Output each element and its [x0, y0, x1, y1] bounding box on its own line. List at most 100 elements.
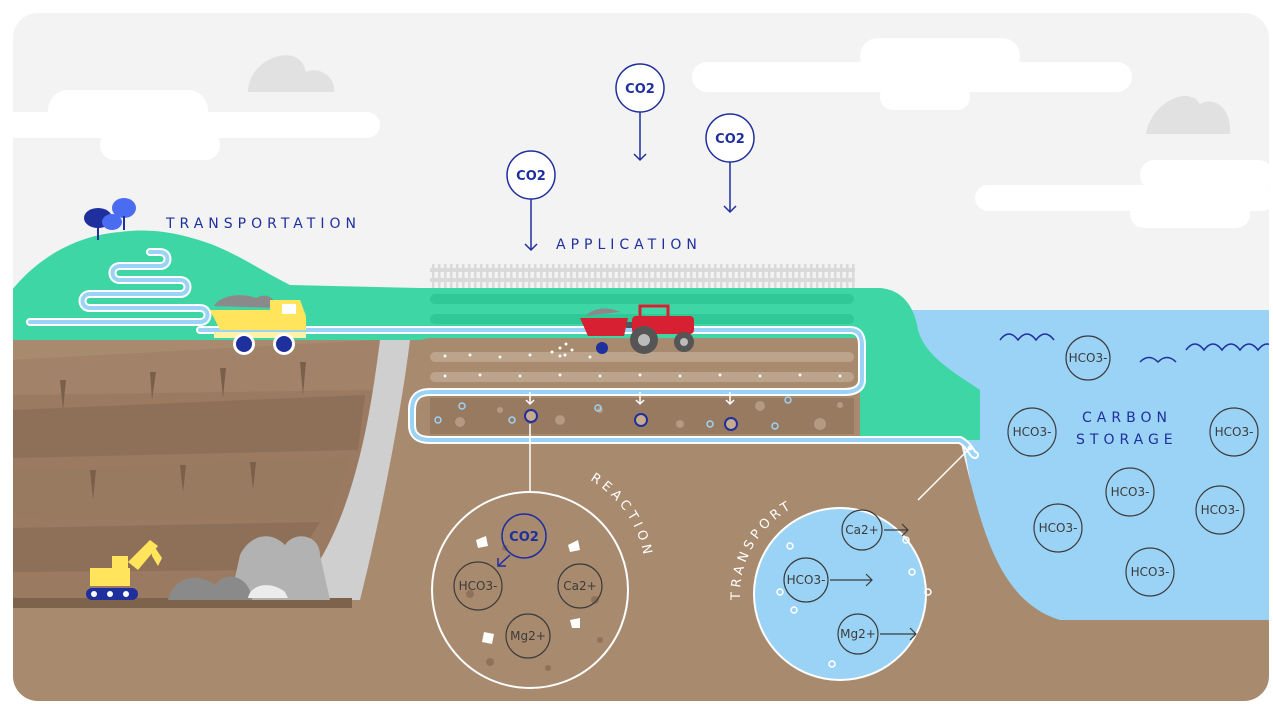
- fence-post: [588, 264, 591, 288]
- ocean-hco3-5: HCO3-: [1201, 503, 1240, 517]
- fence-post: [648, 264, 651, 288]
- fence-post: [804, 264, 807, 288]
- fence-post: [618, 264, 621, 288]
- ocean-hco3-6: HCO3-: [1039, 521, 1078, 535]
- fence-post: [510, 264, 513, 288]
- field-arrows: [525, 392, 735, 406]
- fence-post: [444, 264, 447, 288]
- fence-post: [522, 264, 525, 288]
- fence-post: [720, 264, 723, 288]
- fence-post: [468, 264, 471, 288]
- fence-post: [600, 264, 603, 288]
- reaction-hco3-label: HCO3-: [459, 579, 498, 593]
- tractor: [550, 304, 694, 357]
- fence-post: [810, 264, 813, 288]
- fence-post: [822, 264, 825, 288]
- fence-post: [480, 264, 483, 288]
- dump-truck: [210, 295, 306, 355]
- road: [28, 250, 210, 324]
- fence-post: [450, 264, 453, 288]
- ocean-hco3-4: HCO3-: [1111, 485, 1150, 499]
- fence-posts: [432, 264, 855, 288]
- fence-post: [456, 264, 459, 288]
- fence-post: [558, 264, 561, 288]
- fence-post: [768, 264, 771, 288]
- fence-post: [432, 264, 435, 288]
- fence-post: [570, 264, 573, 288]
- fence-post: [462, 264, 465, 288]
- field-layers: [430, 294, 854, 434]
- fence-post: [798, 264, 801, 288]
- ocean-ions: [1007, 335, 1259, 597]
- fence-post: [498, 264, 501, 288]
- frame: [11, 11, 1271, 703]
- fence-post: [732, 264, 735, 288]
- fence-post: [594, 264, 597, 288]
- fence-post: [690, 264, 693, 288]
- fence-post: [624, 264, 627, 288]
- label-carbon-storage-1: CARBON: [1082, 410, 1172, 426]
- fence-post: [492, 264, 495, 288]
- fence-post: [552, 264, 555, 288]
- fence-post: [606, 264, 609, 288]
- ocean-hco3-2: HCO3-: [1013, 425, 1052, 439]
- clouds: [12, 38, 1270, 228]
- water-path: [198, 328, 977, 457]
- label-carbon-storage-2: STORAGE: [1076, 432, 1178, 448]
- fence-post: [660, 264, 663, 288]
- fence-post: [816, 264, 819, 288]
- fence-post: [534, 264, 537, 288]
- fence-post: [696, 264, 699, 288]
- fence-post: [540, 264, 543, 288]
- fence-post: [846, 264, 849, 288]
- fence-post: [708, 264, 711, 288]
- fence-post: [612, 264, 615, 288]
- fence-post: [756, 264, 759, 288]
- fence-post: [672, 264, 675, 288]
- transport-mg-label: Mg2+: [840, 627, 876, 641]
- fence-post: [738, 264, 741, 288]
- fence-post: [486, 264, 489, 288]
- fence-post: [438, 264, 441, 288]
- co2-atmosphere: [506, 63, 755, 252]
- fence-post: [714, 264, 717, 288]
- reaction-ca-label: Ca2+: [563, 579, 596, 593]
- transport-circle: [753, 507, 932, 681]
- fence-post: [654, 264, 657, 288]
- fence-post: [828, 264, 831, 288]
- fence-post: [546, 264, 549, 288]
- fence-post: [834, 264, 837, 288]
- fence-post: [678, 264, 681, 288]
- fence-post: [726, 264, 729, 288]
- reaction-circle: [431, 491, 629, 689]
- transport-hco3-label: HCO3-: [787, 573, 826, 587]
- fence-post: [576, 264, 579, 288]
- fence-post: [474, 264, 477, 288]
- fence-post: [750, 264, 753, 288]
- trees: [84, 198, 136, 240]
- co2-label-3: CO2: [715, 132, 745, 147]
- fence-post: [666, 264, 669, 288]
- fence-post: [528, 264, 531, 288]
- fence-post: [780, 264, 783, 288]
- fence-post: [630, 264, 633, 288]
- co2-label-2: CO2: [625, 82, 655, 97]
- reaction-mg-label: Mg2+: [510, 629, 546, 643]
- fence-post: [702, 264, 705, 288]
- fence-post: [636, 264, 639, 288]
- label-application: APPLICATION: [556, 237, 702, 253]
- reaction-co2-label: CO2: [509, 530, 539, 545]
- fence-post: [762, 264, 765, 288]
- ocean-hco3-1: HCO3-: [1069, 351, 1108, 365]
- particles: [524, 409, 738, 431]
- waves: [999, 333, 1270, 364]
- transport-connector: [917, 447, 971, 501]
- transport-ca-label: Ca2+: [845, 523, 878, 537]
- fence-post: [852, 264, 855, 288]
- excavator: [86, 540, 162, 600]
- fence-post: [792, 264, 795, 288]
- fence-post: [564, 264, 567, 288]
- quarry: [12, 340, 410, 608]
